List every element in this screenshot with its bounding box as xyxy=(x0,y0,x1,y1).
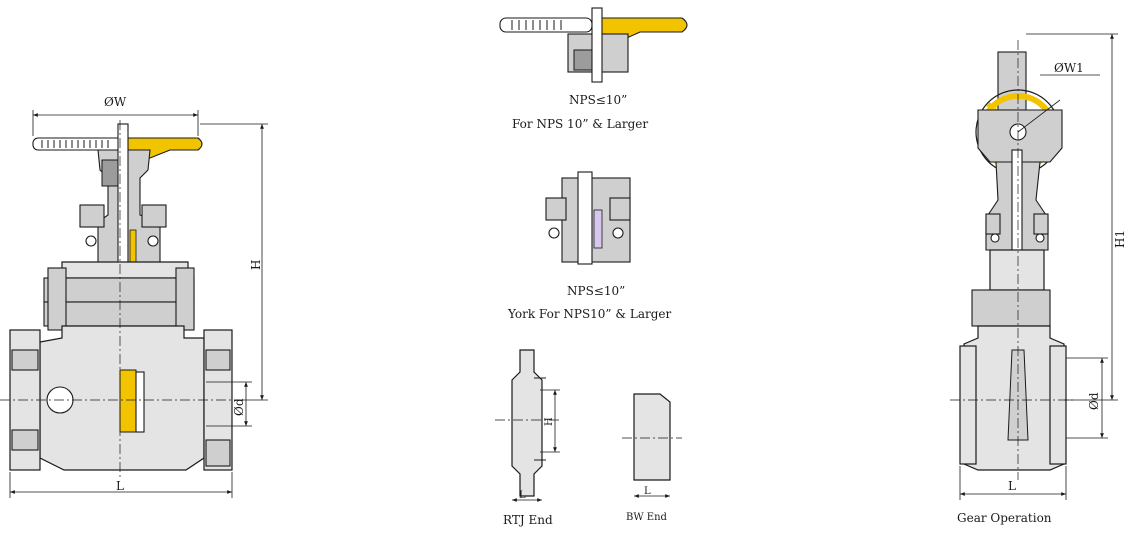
handwheel-detail-line1: NPS≤10” xyxy=(569,93,627,107)
wedge-gate xyxy=(119,369,137,433)
gear-eyebolt-right xyxy=(1035,233,1045,243)
gear-operated-valve-view: ØW1 H1 Ød L Gear Operation xyxy=(950,33,1125,525)
dim-label-d: Ød xyxy=(232,398,246,416)
york-detail-line1: NPS≤10” xyxy=(567,284,625,298)
handwheel-knurl xyxy=(41,140,109,148)
gear-gland-bolt-right xyxy=(1033,213,1049,235)
gear-dim-label-w1: ØW1 xyxy=(1054,61,1084,75)
york-bolt-left xyxy=(545,197,567,221)
york-eyebolt-right xyxy=(612,227,624,239)
packing xyxy=(129,229,137,265)
flange-bolt-left-bottom xyxy=(11,429,39,451)
gear-end-flange-left xyxy=(959,345,977,465)
rtj-end-caption: RTJ End xyxy=(503,513,553,527)
york-packing xyxy=(593,209,603,249)
gear-dim-label-h1: H1 xyxy=(1113,230,1125,248)
seat-ring xyxy=(135,371,145,433)
gear-gland-bolt-left xyxy=(985,213,1001,235)
handwheel-rim xyxy=(32,137,126,151)
york-bolt-right xyxy=(609,197,631,221)
rtj-dim-label-l: L xyxy=(519,490,526,501)
dim-label-h: H xyxy=(249,260,263,270)
dim-label-w: ØW xyxy=(104,95,127,109)
dim-label-l: L xyxy=(116,479,124,493)
york-detail-line2: York For NPS10” & Larger xyxy=(507,307,672,321)
bw-end-caption: BW End xyxy=(626,512,668,523)
gland-bolt-left xyxy=(79,204,105,228)
handwheel-detail-line2: For NPS 10” & Larger xyxy=(512,117,648,131)
detail-stem xyxy=(591,7,603,83)
gear-bonnet-flange xyxy=(971,289,1051,327)
flange-bolt-right-bottom xyxy=(205,439,231,467)
bw-dim-label-l: L xyxy=(644,486,651,497)
eyebolt-left xyxy=(85,235,97,247)
flange-bolt-left-top xyxy=(11,349,39,371)
gear-eyebolt-left xyxy=(990,233,1000,243)
gear-dim-label-d: Ød xyxy=(1087,392,1101,410)
detail-handwheel-rim xyxy=(499,17,593,33)
york-stem xyxy=(577,171,593,265)
handwheel-detail: NPS≤10” For NPS 10” & Larger xyxy=(499,7,688,131)
york-eyebolt-left xyxy=(548,227,560,239)
gear-operation-caption: Gear Operation xyxy=(957,511,1052,525)
bonnet-bolt-right xyxy=(175,267,195,331)
eyebolt-right xyxy=(147,235,159,247)
york-detail: NPS≤10” York For NPS10” & Larger xyxy=(507,171,672,321)
gland-bolt-right xyxy=(141,204,167,228)
bonnet-top-flange xyxy=(61,261,189,279)
bw-end-detail: L BW End xyxy=(622,393,682,523)
bw-end-section xyxy=(633,393,671,481)
rtj-flange-section xyxy=(511,349,543,497)
gear-end-flange-right xyxy=(1049,345,1067,465)
gear-dim-label-l: L xyxy=(1008,479,1016,493)
gate-valve-main-view: ØW H Ød L xyxy=(0,95,268,498)
bonnet-bolt-left xyxy=(47,267,67,331)
rtj-end-detail: H L RTJ End xyxy=(495,349,562,527)
gear-bonnet xyxy=(989,249,1045,291)
rtj-dim-label-h: H xyxy=(544,417,555,426)
flange-bolt-right-top xyxy=(205,349,231,371)
